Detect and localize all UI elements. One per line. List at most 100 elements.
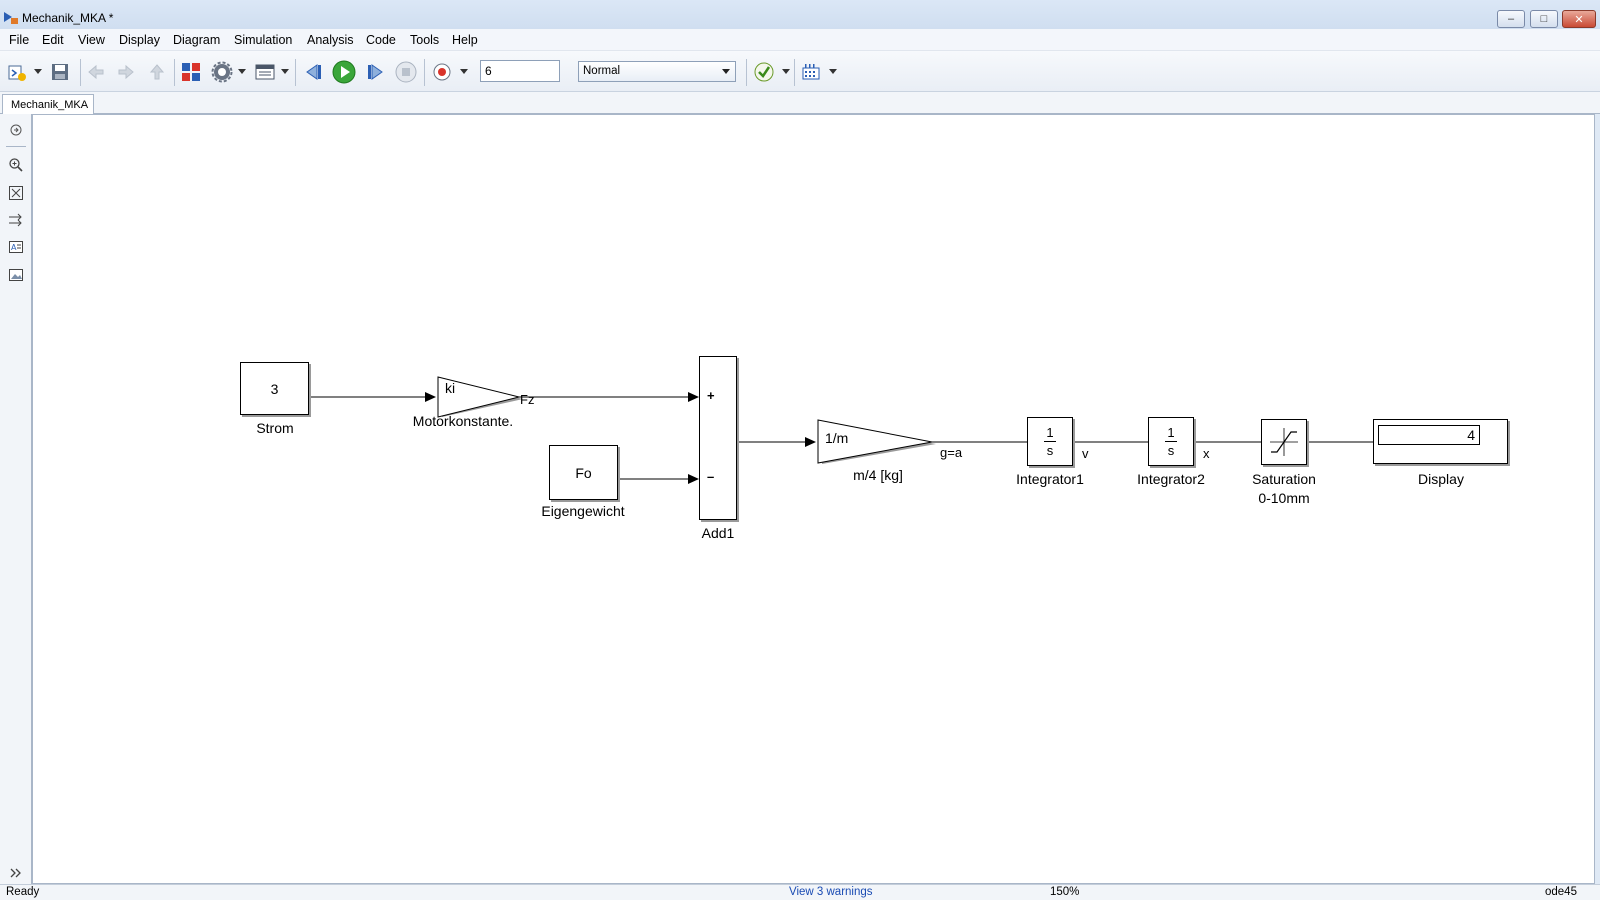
saturation-range-label: 0-10mm [1258, 490, 1310, 506]
add1-label: Add1 [701, 525, 735, 541]
accel-signal-label: g=a [940, 445, 963, 460]
settings-dropdown-icon[interactable] [238, 69, 246, 75]
integrator2-label: Integrator2 [1137, 471, 1205, 487]
menu-edit[interactable]: Edit [42, 33, 64, 47]
stop-time-input[interactable]: 6 [480, 60, 560, 82]
integrator2-num: 1 [1167, 425, 1175, 440]
saturation-block[interactable] [1261, 419, 1307, 465]
run-icon[interactable] [332, 60, 356, 84]
zoom-level: 150% [1050, 886, 1080, 898]
integrator2-block[interactable]: 1 s [1148, 417, 1194, 466]
warnings-link[interactable]: View 3 warnings [789, 886, 873, 898]
toolbar-separator [794, 59, 795, 86]
mass-gain-value[interactable]: 1/m [825, 430, 849, 446]
menu-display[interactable]: Display [119, 33, 160, 47]
fz-signal-label: Fz [520, 392, 535, 407]
close-button[interactable]: ✕ [1562, 10, 1596, 28]
menu-analysis[interactable]: Analysis [307, 33, 354, 47]
save-icon[interactable] [48, 60, 72, 84]
step-back-icon[interactable] [302, 60, 326, 84]
menu-bar: File Edit View Display Diagram Simulatio… [0, 29, 1600, 51]
strom-value: 3 [270, 380, 279, 397]
simulation-mode-select[interactable]: Normal [578, 61, 736, 82]
display-label: Display [1418, 471, 1464, 487]
gain-mass-shape [817, 419, 936, 464]
display-block[interactable]: 4 [1373, 419, 1508, 464]
integrator1-den: s [1046, 443, 1054, 458]
model-advisor-icon[interactable] [752, 60, 776, 84]
saturation-label: Saturation [1252, 471, 1316, 487]
back-icon[interactable] [84, 60, 108, 84]
menu-tools[interactable]: Tools [410, 33, 440, 47]
toolbar-separator [424, 59, 425, 86]
integrator2-den: s [1167, 443, 1175, 458]
tab-mechanik-mka[interactable]: Mechanik_MKA [2, 94, 94, 115]
solver-name: ode45 [1545, 886, 1577, 898]
status-text: Ready [6, 886, 40, 898]
new-model-icon[interactable] [5, 60, 29, 84]
chevron-down-icon [722, 69, 730, 74]
record-icon[interactable] [430, 60, 454, 84]
model-explorer-icon[interactable] [253, 60, 277, 84]
add-sum-block[interactable] [699, 356, 737, 520]
add-plus-sign: + [707, 388, 715, 403]
maximize-button[interactable]: □ [1530, 10, 1558, 28]
hide-show-icon[interactable] [7, 121, 25, 139]
signal-lines [310, 376, 1388, 484]
new-model-dropdown-icon[interactable] [34, 69, 42, 75]
x-signal-label: x [1203, 446, 1210, 461]
forward-icon[interactable] [114, 60, 138, 84]
toolbar-separator [80, 59, 81, 86]
strom-constant-block[interactable]: 3 [240, 362, 309, 415]
eigengewicht-constant-block[interactable]: Fo [549, 445, 618, 500]
fraction-bar [1044, 441, 1056, 442]
simulink-app-icon [3, 10, 19, 26]
build-icon[interactable] [799, 60, 823, 84]
integrator1-label: Integrator1 [1016, 471, 1084, 487]
image-icon[interactable] [7, 266, 25, 284]
menu-diagram[interactable]: Diagram [173, 33, 221, 47]
palette-separator [6, 146, 26, 147]
integrator1-tf: 1 s [1044, 425, 1056, 458]
expand-icon[interactable] [7, 864, 25, 882]
saturation-icon [1270, 428, 1298, 456]
ki-gain-value[interactable]: ki [445, 380, 456, 396]
strom-label: Strom [256, 420, 294, 436]
mass-gain-label: m/4 [kg] [853, 467, 903, 483]
simulation-mode-value: Normal [583, 65, 621, 77]
record-dropdown-icon[interactable] [460, 69, 468, 75]
menu-help[interactable]: Help [452, 33, 478, 47]
toolbar-separator [174, 59, 175, 86]
v-signal-label: v [1082, 446, 1089, 461]
minimize-button[interactable]: – [1497, 10, 1525, 28]
stop-icon[interactable] [394, 60, 418, 84]
up-icon[interactable] [145, 60, 169, 84]
menu-view[interactable]: View [78, 33, 105, 47]
model-canvas[interactable]: 3 Strom ki Motorkonstante. Fz Fo Eigenge… [32, 114, 1595, 884]
integrator1-num: 1 [1046, 425, 1054, 440]
model-tab-strip: Mechanik_MKA [0, 92, 1600, 115]
zoom-icon[interactable] [7, 156, 25, 174]
arrowhead [805, 437, 816, 447]
advisor-dropdown-icon[interactable] [782, 69, 790, 75]
display-readout: 4 [1378, 425, 1480, 445]
step-forward-icon[interactable] [363, 60, 387, 84]
status-bar: Ready View 3 warnings 150% ode45 [0, 884, 1600, 900]
model-settings-icon[interactable] [210, 60, 234, 84]
fit-view-icon[interactable] [7, 184, 25, 202]
add-minus-sign: – [707, 469, 715, 484]
menu-code[interactable]: Code [366, 33, 396, 47]
annotation-icon[interactable]: A [7, 238, 25, 256]
menu-simulation[interactable]: Simulation [234, 33, 293, 47]
toolbar-separator [295, 59, 296, 86]
arrowhead [688, 392, 699, 402]
signal-routing-icon[interactable] [7, 211, 25, 229]
toolbar-separator [746, 59, 747, 86]
build-dropdown-icon[interactable] [829, 69, 837, 75]
svg-text:A: A [11, 243, 17, 252]
integrator1-block[interactable]: 1 s [1027, 417, 1073, 466]
eigengewicht-value: Fo [575, 464, 592, 481]
menu-file[interactable]: File [9, 33, 30, 47]
explorer-dropdown-icon[interactable] [281, 69, 289, 75]
library-browser-icon[interactable] [179, 60, 203, 84]
